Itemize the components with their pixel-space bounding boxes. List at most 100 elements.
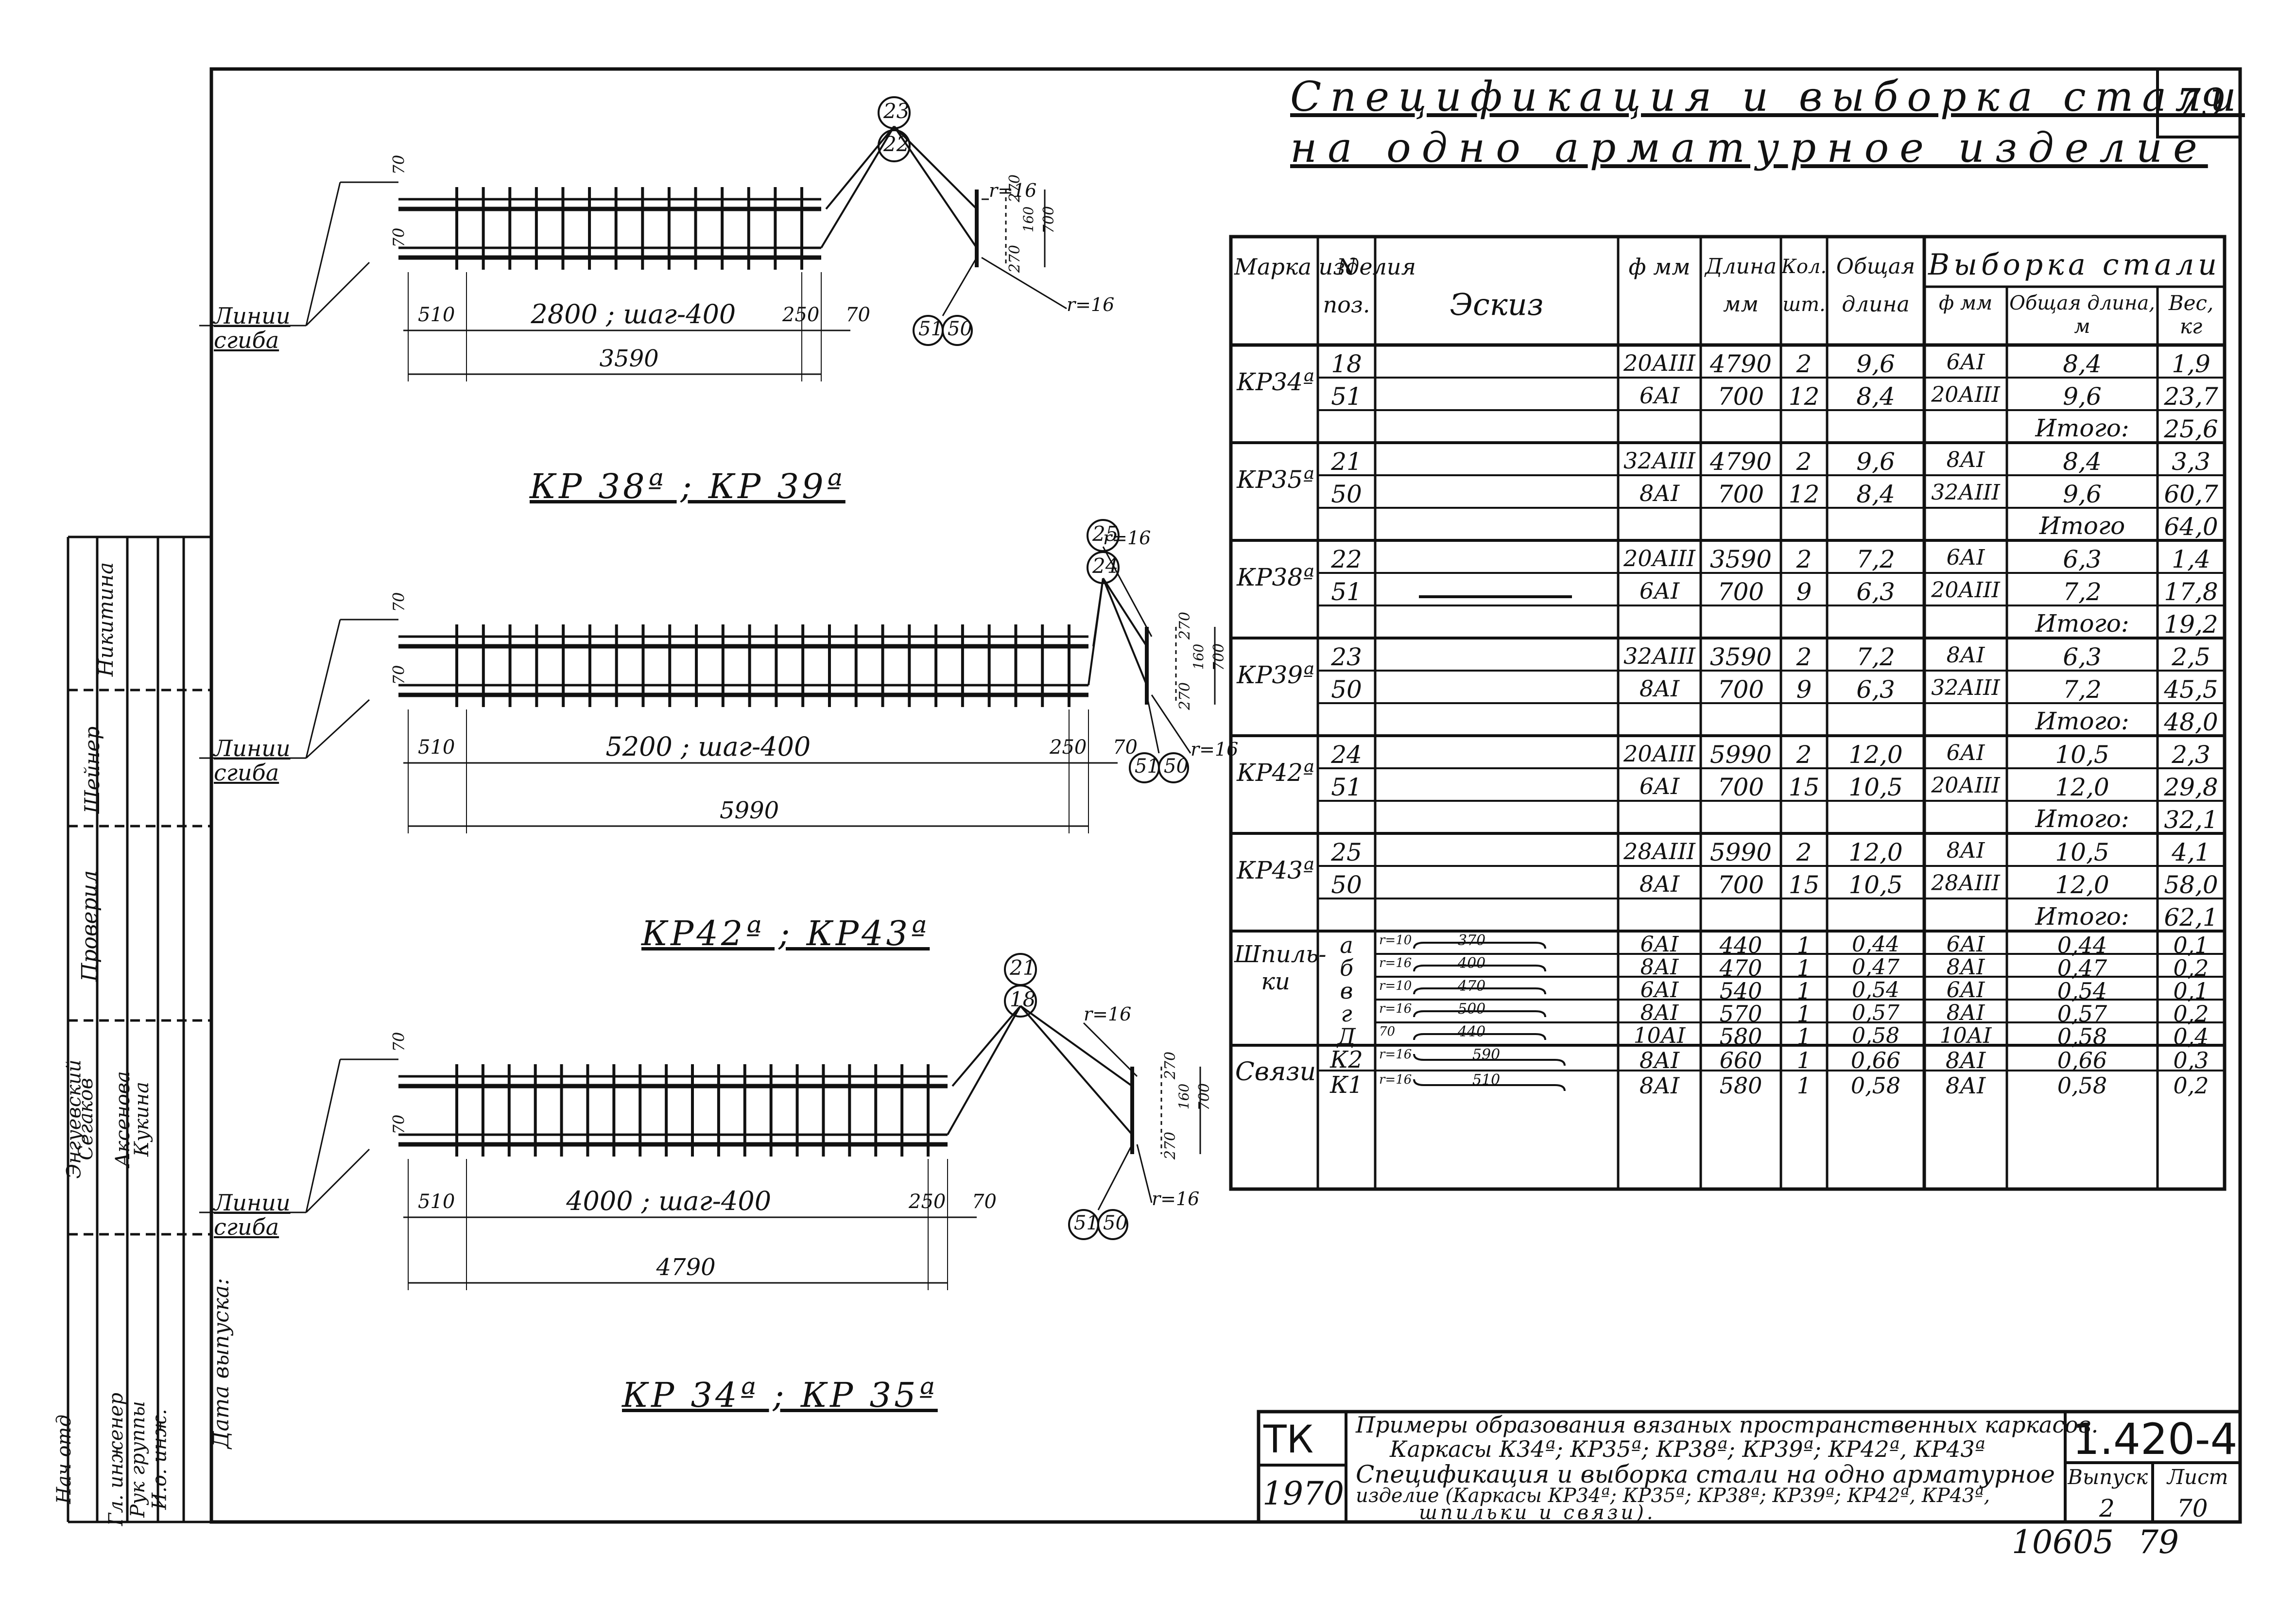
group-mark: КР35ª [1237, 466, 1314, 494]
tie-sel-len: 0,66 [2057, 1047, 2107, 1073]
group-total-label: Итого: [2035, 707, 2129, 735]
leader [820, 125, 895, 249]
cell-pos: 51 [1331, 578, 1362, 606]
tie-qty: 1 [1796, 1072, 1812, 1099]
cell-qty: 2 [1796, 643, 1812, 671]
cell-total: 6,3 [1856, 578, 1895, 606]
tie-total: 0,66 [1850, 1047, 1901, 1073]
leader [1102, 577, 1148, 647]
leader [1151, 694, 1191, 754]
cell-total: 7,2 [1856, 643, 1895, 671]
group-mark: КР34ª [1237, 368, 1314, 396]
bend-label: Линии сгиба [214, 303, 291, 353]
stamp-desc-3: Спецификация и выборка стали на одно арм… [1356, 1460, 2055, 1488]
dim-label: 4000 ; шаг-400 [566, 1186, 772, 1216]
pin-dia: 10АI [1633, 1023, 1686, 1048]
dim-label: 250 [909, 1191, 946, 1213]
pin-len-mm: 580 [1719, 1023, 1762, 1050]
side-label: Проверил [77, 870, 103, 982]
cell-sel-wt: 17,8 [2164, 578, 2218, 606]
cell-sel-wt: 4,1 [2172, 838, 2210, 866]
cell-len: 700 [1717, 578, 1764, 606]
pin-dia: 6АI [1640, 932, 1679, 957]
pin-sel-dia: 6АI [1946, 978, 1985, 1002]
cell-len: 4790 [1709, 448, 1772, 476]
pin-len: 470 [1458, 978, 1486, 995]
bend-leader [305, 619, 341, 759]
bend-leader [305, 1059, 341, 1213]
bend-leader [305, 182, 341, 326]
cell-total: 9,6 [1856, 350, 1895, 378]
pin-len-mm: 440 [1719, 932, 1762, 958]
side-name: Сегаков [74, 1078, 97, 1160]
pin-sketch [1413, 1033, 1546, 1040]
cell-len: 700 [1717, 382, 1764, 411]
side-role: Гл. инженер [105, 1392, 128, 1526]
cell-sel-len: 12,0 [2055, 871, 2109, 899]
tie-len-mm: 660 [1719, 1047, 1762, 1073]
leader [893, 125, 978, 249]
bend-leader [305, 1148, 370, 1213]
dim-label: 270 [1006, 244, 1024, 273]
dim-label: 70 [389, 665, 408, 685]
tie-radius: r=16 [1379, 1047, 1412, 1062]
dim-label: 70 [1113, 736, 1138, 759]
position-number: 18 [1010, 987, 1036, 1011]
dim-label: 270 [1006, 174, 1024, 203]
pin-sel-dia: 10АI [1939, 1023, 1992, 1048]
position-number: 24 [1092, 554, 1119, 578]
pin-qty: 1 [1796, 932, 1812, 958]
group-total-label: Итого: [2035, 902, 2129, 931]
rebar-drawing-2 [199, 519, 1216, 833]
radius-label: r=16 [1103, 527, 1151, 549]
position-number: 50 [1164, 755, 1189, 778]
cell-pos: 24 [1331, 741, 1362, 769]
cell-qty: 2 [1796, 448, 1812, 476]
dim-label: 160 [1176, 1083, 1192, 1110]
cell-sel-len: 9,6 [2063, 480, 2102, 508]
stamp-desc-4: изделие (Каркасы КР34ª; КР35ª; КР38ª; КР… [1356, 1485, 1990, 1507]
cell-total: 8,4 [1856, 480, 1895, 508]
hdr-selection: Выборка стали [1928, 248, 2221, 282]
cell-pos: 23 [1331, 643, 1362, 671]
pin-radius: r=16 [1379, 956, 1412, 970]
cell-sel-len: 12,0 [2055, 773, 2109, 801]
group-mark: КР43ª [1237, 856, 1314, 884]
radius-label: r=16 [1067, 294, 1115, 315]
position-marker [1158, 752, 1189, 783]
tie-sketch [1413, 1054, 1566, 1066]
cell-sel-len: 9,6 [2063, 382, 2102, 411]
dim-label: 2800 ; шаг-400 [531, 299, 736, 329]
pin-len-mm: 570 [1719, 1001, 1762, 1027]
pin-pos: Д [1337, 1023, 1356, 1050]
dim-label: 250 [782, 304, 820, 326]
leader [1083, 1022, 1138, 1077]
pin-sel-dia: 8АI [1946, 955, 1985, 980]
tie-total: 0,58 [1850, 1072, 1901, 1099]
cell-sel-len: 8,4 [2063, 350, 2102, 378]
spec-table-grid [1229, 235, 2227, 1191]
cell-qty: 9 [1796, 675, 1812, 704]
cell-sel-dia: 28АIII [1931, 871, 2000, 896]
cell-sel-wt: 60,7 [2164, 480, 2218, 508]
pin-total: 0,54 [1852, 978, 1899, 1002]
position-number: 51 [1135, 755, 1159, 778]
cell-sel-dia: 8АI [1946, 643, 1985, 668]
position-number: 23 [883, 99, 910, 123]
cell-sel-len: 6,3 [2063, 545, 2102, 573]
pin-dia: 8АI [1640, 1001, 1679, 1025]
bend-leader [305, 261, 370, 327]
pin-sketch [1413, 1010, 1546, 1018]
cell-pos: 22 [1331, 545, 1362, 573]
cell-sel-len: 10,5 [2055, 838, 2109, 866]
group-total: 64,0 [2164, 513, 2218, 541]
dim-label: 70 [972, 1191, 997, 1213]
tie-sel-dia: 8АI [1945, 1047, 1986, 1073]
position-marker [1004, 985, 1037, 1018]
cell-dia: 32АIII [1623, 448, 1695, 474]
cell-len: 3590 [1709, 545, 1772, 573]
dim-label: 5990 [720, 797, 779, 824]
cell-total: 12,0 [1848, 838, 1903, 866]
stamp-sheet: 70 [2177, 1494, 2208, 1522]
